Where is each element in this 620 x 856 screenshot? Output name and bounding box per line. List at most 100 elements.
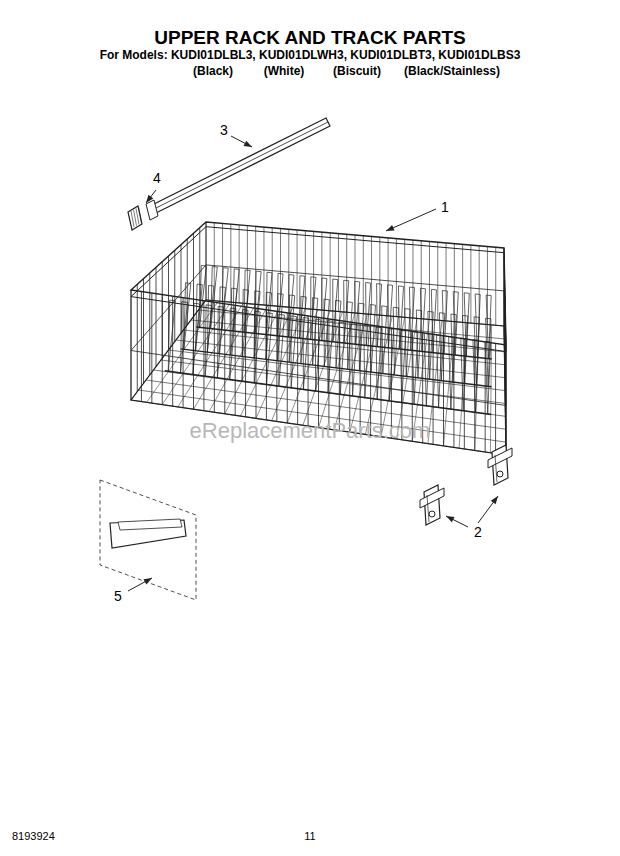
rack-post: [174, 250, 175, 341]
rack-post: [297, 230, 298, 308]
callout-number: 2: [474, 525, 482, 540]
rack-post: [131, 290, 132, 400]
track-rail: [150, 118, 330, 214]
tine: [231, 288, 237, 355]
rack-post: [156, 267, 157, 366]
rack-post: [437, 242, 438, 320]
tine: [388, 329, 394, 401]
tine: [217, 306, 223, 377]
tine: [370, 305, 375, 373]
tine: [324, 299, 329, 366]
tine: [242, 310, 248, 382]
tine: [473, 340, 479, 413]
callout-number: 1: [441, 200, 449, 215]
tine: [431, 289, 436, 352]
rack-post: [149, 273, 150, 375]
leader-line: [128, 578, 152, 591]
page-number: 11: [304, 830, 315, 842]
model-color: (Black/Stainless): [404, 65, 500, 78]
tine: [205, 305, 212, 376]
tine: [184, 283, 191, 350]
tine: [291, 316, 297, 388]
tine: [254, 311, 260, 383]
rack-handle: [118, 519, 182, 530]
tine: [255, 271, 261, 333]
tine: [211, 267, 218, 329]
tine: [193, 303, 200, 374]
callout-number: 4: [153, 171, 161, 186]
track-rail: [152, 122, 328, 210]
tine: [364, 325, 370, 397]
leader-arrow: [146, 195, 153, 203]
rack-handle: [110, 520, 186, 548]
rack-post: [239, 225, 240, 303]
rack-post: [141, 292, 142, 402]
tine: [303, 317, 309, 389]
leader-arrow: [491, 496, 498, 504]
rack-post: [287, 313, 288, 423]
rack-post: [151, 293, 152, 403]
leader-line: [231, 136, 252, 147]
rack-floor: [350, 315, 380, 432]
rack-post: [495, 343, 496, 453]
tine: [409, 287, 414, 350]
callout-number: 3: [220, 123, 228, 138]
rack-post: [371, 236, 372, 314]
leader-arrow: [446, 516, 454, 522]
rack-post: [495, 247, 496, 325]
tine: [485, 341, 491, 414]
rack-rim: [131, 227, 506, 352]
document-number: 8193924: [12, 830, 55, 842]
rack-post: [396, 239, 397, 317]
tine: [200, 265, 207, 327]
rack-post: [137, 284, 138, 391]
leader-line: [146, 190, 156, 203]
rack-adjuster: [420, 485, 444, 525]
leader-arrow: [144, 578, 152, 584]
tine: [437, 335, 443, 408]
kit-box: [100, 480, 196, 600]
stop-clip: [128, 206, 142, 230]
model-list: For Models: KUDI01DLBL3, KUDI01DLWH3, KU…: [100, 49, 521, 62]
tine: [278, 294, 284, 361]
rack-post: [263, 227, 264, 305]
rack-post: [462, 244, 463, 322]
tine: [393, 307, 398, 375]
rack-post: [206, 222, 207, 300]
leader-line: [446, 516, 468, 527]
rack-adjuster: [427, 495, 429, 522]
tine: [412, 332, 418, 404]
leader-line: [386, 209, 436, 231]
rack-post: [429, 242, 430, 320]
rack-post: [203, 301, 204, 411]
tine: [398, 286, 403, 349]
leader-arrow: [244, 141, 252, 147]
model-color: (Black): [193, 65, 233, 78]
rack-adjuster: [495, 455, 497, 482]
rack-post: [143, 279, 144, 384]
tine: [181, 302, 188, 373]
tine: [230, 308, 236, 380]
tine: [242, 290, 248, 357]
upper-rack: [131, 222, 506, 455]
tine: [405, 309, 410, 377]
stop-clip: [131, 211, 134, 227]
tine: [327, 321, 333, 393]
tine: [366, 283, 371, 346]
rack-post: [363, 236, 364, 314]
watermark: eReplacementParts.com: [190, 419, 431, 443]
rack-post: [404, 239, 405, 317]
tine: [359, 303, 364, 370]
tine: [300, 276, 305, 338]
tine: [400, 330, 406, 402]
tine: [428, 311, 433, 379]
tine: [279, 314, 285, 386]
stop-clip: [139, 207, 142, 223]
tine: [449, 336, 455, 409]
model-color: (Biscuit): [333, 65, 381, 78]
callout-number: 5: [114, 589, 122, 604]
tine: [382, 306, 387, 374]
rack-post: [131, 290, 132, 400]
rack-post: [338, 234, 339, 312]
tine: [168, 300, 175, 371]
